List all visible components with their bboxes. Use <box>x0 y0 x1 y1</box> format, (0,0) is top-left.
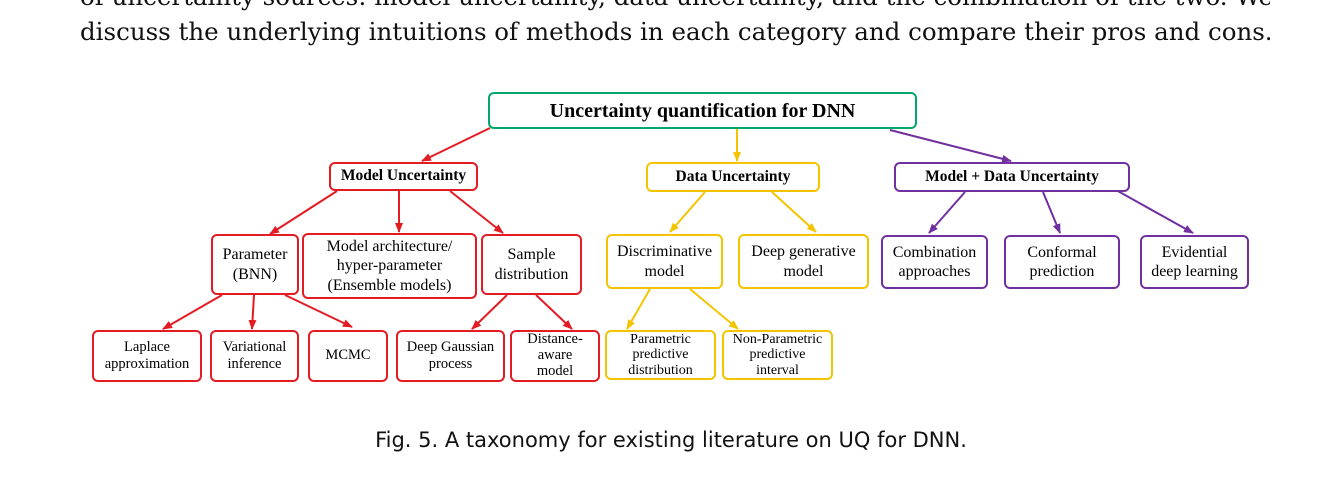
node-model-data-uncertainty: Model + Data Uncertainty <box>894 162 1130 192</box>
node-combination-approaches: Combination approaches <box>881 235 988 289</box>
node-discriminative-model: Discriminative model <box>606 234 723 289</box>
node-model-data-uncertainty-label: Model + Data Uncertainty <box>925 167 1099 185</box>
node-discriminative-model-label: Discriminative model <box>616 243 713 280</box>
body-text-line-1: discuss the underlying intuitions of met… <box>80 17 1270 46</box>
edge-model-data-to-combination <box>928 191 966 234</box>
edge-model-uncertainty-to-parameter <box>269 190 338 235</box>
node-model-uncertainty-label: Model Uncertainty <box>340 167 467 185</box>
node-deep-generative-model-label: Deep generative model <box>751 243 856 280</box>
edge-parameter-to-mcmc <box>284 294 353 328</box>
edge-data-uncertainty-to-discriminative <box>669 191 706 233</box>
edge-discriminative-to-parametric <box>626 288 651 330</box>
edge-model-data-to-conformal <box>1042 191 1061 234</box>
node-variational-inference-label: Variational inference <box>222 338 287 372</box>
node-non-parametric-predictive-interval: Non-Parametric predictive interval <box>722 330 833 380</box>
node-model-architecture: Model architecture/ hyper-parameter (Ens… <box>302 233 477 299</box>
node-parametric-predictive-distribution: Parametric predictive distribution <box>605 330 716 380</box>
node-mcmc: MCMC <box>308 330 388 382</box>
node-sample-distribution: Sample distribution <box>481 234 582 295</box>
body-text-line-0: of uncertainty sources: model uncertaint… <box>80 0 1270 12</box>
node-evidential-deep-learning-label: Evidential deep learning <box>1151 243 1238 280</box>
node-combination-approaches-label: Combination approaches <box>892 243 977 280</box>
node-deep-generative-model: Deep generative model <box>738 234 869 289</box>
edge-discriminative-to-non-parametric <box>689 288 739 330</box>
node-parameter-bnn-label: Parameter (BNN) <box>222 246 288 283</box>
edge-root-to-model-data-uncertainty <box>889 129 1012 163</box>
edge-root-to-model-uncertainty <box>421 127 491 162</box>
edge-parameter-to-laplace <box>162 294 223 330</box>
figure-caption: Fig. 5. A taxonomy for existing literatu… <box>375 428 967 452</box>
node-mcmc-label: MCMC <box>325 347 371 364</box>
node-variational-inference: Variational inference <box>210 330 299 382</box>
node-distance-aware-model: Distance- aware model <box>510 330 600 382</box>
node-laplace-approximation: Laplace approximation <box>92 330 202 382</box>
node-root-label: Uncertainty quantification for DNN <box>549 99 856 122</box>
node-deep-gaussian-process: Deep Gaussian process <box>396 330 505 382</box>
node-parametric-predictive-distribution-label: Parametric predictive distribution <box>628 331 693 378</box>
node-model-architecture-label: Model architecture/ hyper-parameter (Ens… <box>326 238 453 294</box>
node-non-parametric-predictive-interval-label: Non-Parametric predictive interval <box>732 331 823 378</box>
node-conformal-prediction-label: Conformal prediction <box>1027 243 1097 280</box>
node-deep-gaussian-process-label: Deep Gaussian process <box>406 338 495 372</box>
edge-sample-to-distance-aware <box>535 294 573 330</box>
edge-data-uncertainty-to-generative <box>771 191 817 233</box>
node-data-uncertainty: Data Uncertainty <box>646 162 820 192</box>
node-sample-distribution-label: Sample distribution <box>494 246 569 283</box>
node-parameter-bnn: Parameter (BNN) <box>211 234 299 295</box>
node-conformal-prediction: Conformal prediction <box>1004 235 1120 289</box>
edge-parameter-to-variational <box>248 294 257 330</box>
node-root: Uncertainty quantification for DNN <box>488 92 917 129</box>
node-model-uncertainty: Model Uncertainty <box>329 162 478 191</box>
node-evidential-deep-learning: Evidential deep learning <box>1140 235 1249 289</box>
node-laplace-approximation-label: Laplace approximation <box>104 338 190 372</box>
edge-model-uncertainty-to-sample <box>449 190 504 234</box>
edge-model-data-to-evidential <box>1115 189 1194 234</box>
edge-sample-to-deep-gaussian <box>471 294 508 330</box>
node-data-uncertainty-label: Data Uncertainty <box>675 167 791 185</box>
node-distance-aware-model-label: Distance- aware model <box>527 331 583 379</box>
